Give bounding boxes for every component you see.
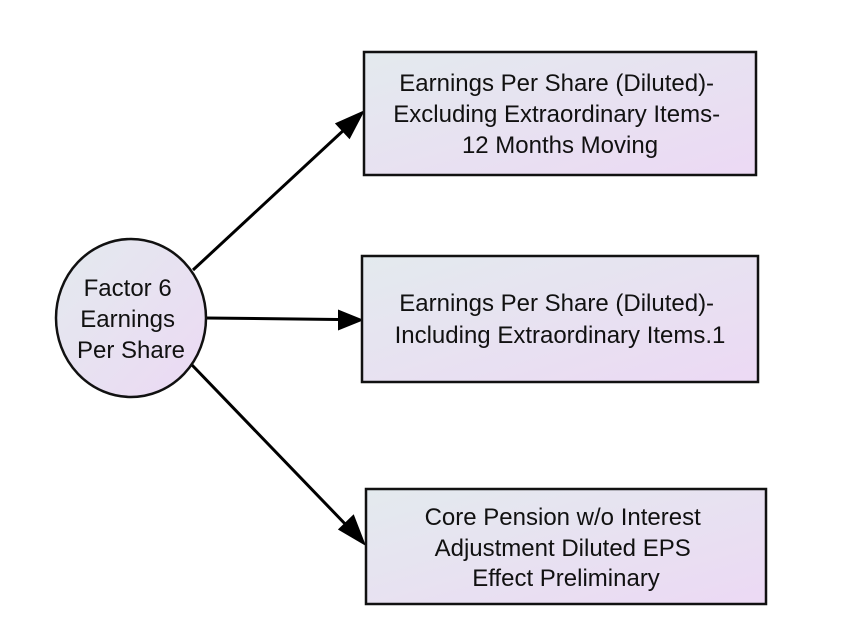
edge-factor-to-indicator-2 — [205, 316, 339, 321]
indicator-label-2: Earnings Per Share (Diluted)- Including … — [395, 290, 726, 349]
edges — [190, 110, 366, 546]
indicator-box-1 — [362, 50, 758, 177]
indicator-3-line-1: Core Pension w/o Interest — [425, 504, 701, 531]
indicator-2-line-2: Including Extraordinary Items.1 — [395, 322, 726, 349]
factor-ellipse — [54, 237, 208, 399]
indicator-node-2: Earnings Per Share (Diluted)- Including … — [360, 254, 760, 384]
factor-label-line-3: Per Share — [77, 337, 185, 364]
indicator-node-1: Earnings Per Share (Diluted)- Excluding … — [362, 50, 758, 177]
arrowhead-indicator-1 — [334, 110, 365, 140]
indicator-box-3 — [364, 487, 768, 606]
indicator-3-line-3: Effect Preliminary — [472, 565, 660, 592]
indicator-1-line-2: Excluding Extraordinary Items- — [393, 101, 720, 128]
arrowhead-indicator-3 — [337, 514, 366, 546]
indicator-1-line-1: Earnings Per Share (Diluted)- — [399, 70, 714, 97]
indicator-1-line-3: 12 Months Moving — [462, 132, 658, 159]
edge-factor-to-indicator-3 — [190, 363, 351, 530]
indicator-box-2 — [360, 254, 760, 384]
factor-node: Factor 6 Earnings Per Share — [54, 237, 208, 399]
indicator-2-line-1: Earnings Per Share (Diluted)- — [399, 290, 714, 317]
factor-label-line-2: Earnings — [80, 306, 175, 333]
edge-factor-to-indicator-1 — [191, 126, 348, 272]
arrowhead-indicator-2 — [338, 309, 364, 331]
indicator-label-1: Earnings Per Share (Diluted)- Excluding … — [393, 70, 726, 159]
indicator-label-3: Core Pension w/o Interest Adjustment Dil… — [425, 504, 708, 592]
indicator-3-line-2: Adjustment Diluted EPS — [435, 535, 691, 562]
factor-label: Factor 6 Earnings Per Share — [77, 275, 185, 364]
indicator-node-3: Core Pension w/o Interest Adjustment Dil… — [364, 487, 768, 606]
factor-label-line-1: Factor 6 — [84, 275, 172, 302]
